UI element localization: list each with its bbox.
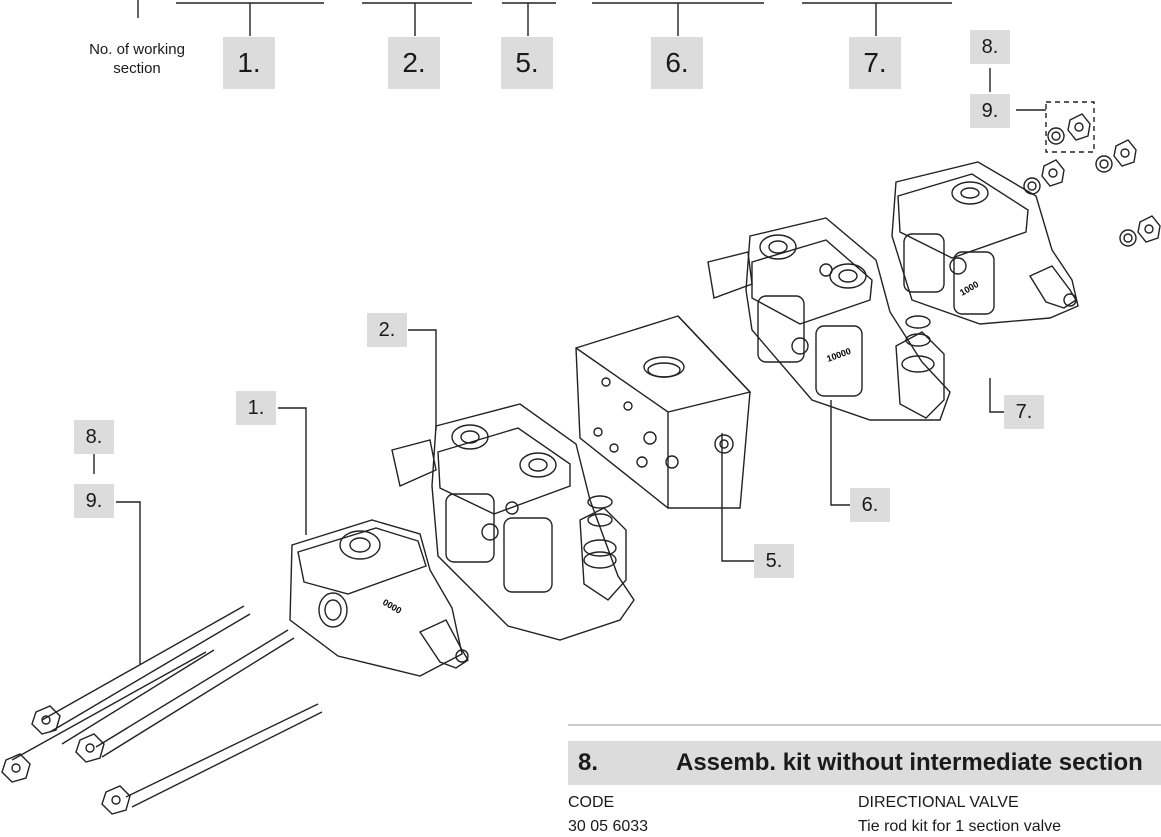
header-callout-9: 9. bbox=[970, 94, 1010, 128]
header-callout-8: 8. bbox=[970, 30, 1010, 64]
header-callout-7: 7. bbox=[849, 37, 901, 89]
callout-1: 1. bbox=[236, 391, 276, 425]
callout-5: 5. bbox=[754, 544, 794, 578]
callout-9-left: 9. bbox=[74, 484, 114, 518]
code-column-header: CODE bbox=[568, 794, 615, 811]
section-stamp: 10000 bbox=[825, 346, 852, 364]
header-callout-2: 2. bbox=[388, 37, 440, 89]
callout-7: 7. bbox=[1004, 395, 1044, 429]
inlet-stamp: 0000 bbox=[381, 597, 403, 616]
callout-8-left: 8. bbox=[74, 420, 114, 454]
table-number: 8. bbox=[578, 749, 599, 776]
header-callout-6: 6. bbox=[651, 37, 703, 89]
table-title-bar: 8. Assemb. kit without intermediate sect… bbox=[568, 741, 1161, 785]
outlet-stamp: 1000 bbox=[958, 279, 980, 298]
callout-6: 6. bbox=[850, 488, 890, 522]
header-callout-1: 1. bbox=[223, 37, 275, 89]
table-title: Assemb. kit without intermediate section bbox=[676, 749, 1143, 776]
table-row-description: Tie rod kit for 1 section valve bbox=[858, 818, 1062, 835]
header-callout-5: 5. bbox=[501, 37, 553, 89]
table-row-code: 30 05 6033 bbox=[568, 818, 649, 835]
description-column-header: DIRECTIONAL VALVE bbox=[858, 794, 1019, 811]
working-section-label: No. of working section bbox=[89, 41, 185, 77]
callout-2: 2. bbox=[367, 313, 407, 347]
